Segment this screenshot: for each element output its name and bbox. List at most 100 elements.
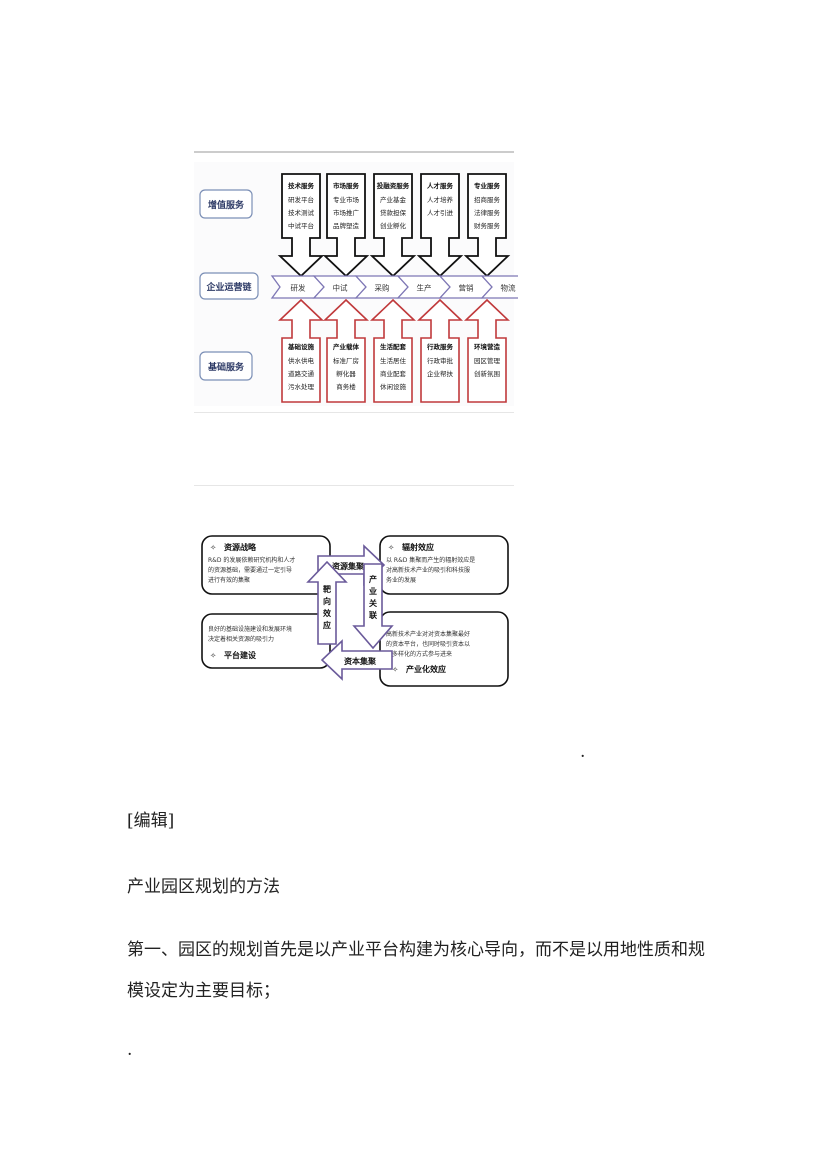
svg-text:资本集聚: 资本集聚: [344, 656, 377, 666]
platform-building-box: 良好的基础设施建设和发展环境 决定着相关资源的吸引力 ✧ 平台建设: [201, 613, 331, 669]
down-arrow-shape: [277, 173, 325, 278]
bottom-box-line: 孵化器: [336, 369, 356, 378]
svg-text:的资源基础，需要通过一定引导: 的资源基础，需要通过一定引导: [208, 566, 292, 574]
top-box-line: 技术测试: [288, 208, 315, 217]
chain-step-label: 采购: [375, 283, 390, 293]
svg-text:应: 应: [323, 620, 331, 630]
top-box-line: 市场推广: [333, 208, 360, 217]
paragraph-line-2: 模设定为主要目标；: [127, 981, 280, 1001]
down-arrow-shape: [416, 173, 464, 278]
top-box-line: 研发平台: [288, 195, 314, 204]
svg-text:向: 向: [323, 596, 331, 606]
svg-text:✧: ✧: [388, 543, 394, 552]
svg-text:联: 联: [369, 610, 377, 620]
dot-marker: .: [580, 742, 586, 762]
bottom-box-title: 环境营造: [474, 342, 501, 351]
svg-text:产业化效应: 产业化效应: [406, 664, 446, 674]
bottom-box-line: 企业帮扶: [427, 369, 454, 378]
cluster-effect-diagram: ✧ 资源战略 R&D 的发展依赖研究机构和人才 的资源基础，需要通过一定引导 进…: [194, 486, 516, 700]
top-box-title: 技术服务: [288, 181, 315, 190]
top-box-line: 招商服务: [474, 195, 501, 204]
targeting-effect-arrow: 靶 向 效 应: [306, 560, 348, 645]
paragraph-line-1: 第一、园区的规划首先是以产业平台构建为核心导向，而不是以用地性质和规: [127, 940, 705, 960]
svg-text:增值服务: 增值服务: [208, 199, 245, 211]
svg-text:R&D 的发展依赖研究机构和人才: R&D 的发展依赖研究机构和人才: [208, 556, 295, 564]
svg-text:✧: ✧: [210, 543, 216, 552]
svg-text:✧: ✧: [392, 665, 398, 674]
svg-text:业: 业: [369, 586, 377, 596]
chain-step-label: 研发: [291, 283, 306, 293]
value-added-label: 增值服务: [199, 189, 253, 219]
chain-step-6: 物流: [480, 275, 518, 299]
chain-step-label: 营销: [459, 283, 474, 293]
svg-text:高新技术产业对对资本集聚最好: 高新技术产业对对资本集聚最好: [386, 630, 470, 638]
bottom-box-line: 商务楼: [336, 382, 356, 391]
bottom-box-line: 创新氛围: [474, 369, 500, 378]
svg-text:对高新技术产业的吸引和科技服: 对高新技术产业的吸引和科技服: [386, 566, 470, 574]
resource-strategy-box: ✧ 资源战略 R&D 的发展依赖研究机构和人才 的资源基础，需要通过一定引导 进…: [201, 535, 331, 595]
svg-text:更多样化的方式参与进来: 更多样化的方式参与进来: [386, 650, 452, 658]
bottom-box-line: 休闲设施: [380, 382, 407, 391]
bottom-box-line: 道路交通: [288, 369, 315, 378]
svg-text:✧: ✧: [210, 651, 216, 660]
industry-linkage-arrow: 产 业 关 联: [352, 563, 394, 650]
top-box-line: 创业孵化: [380, 221, 407, 230]
up-arrow-shape: [417, 298, 463, 403]
top-box-line: 人才培养: [427, 195, 454, 204]
chain-step-label: 中试: [333, 283, 348, 293]
industrialization-effect-box: 高新技术产业对对资本集聚最好 的资本平台，也同时吸引资本以 更多样化的方式参与进…: [379, 611, 509, 687]
svg-text:以 R&D 集聚而产生的辐射效应是: 以 R&D 集聚而产生的辐射效应是: [386, 556, 475, 564]
chevron-shape: [480, 275, 518, 299]
svg-text:的资本平台，也同时吸引资本以: 的资本平台，也同时吸引资本以: [386, 640, 470, 648]
svg-text:良好的基础设施建设和发展环境: 良好的基础设施建设和发展环境: [208, 625, 292, 633]
diagram-gap: [194, 412, 514, 486]
chain-step-label: 物流: [501, 283, 516, 293]
bottom-box-title: 生活配套: [380, 342, 407, 351]
bottom-box-line: 行政审批: [427, 356, 454, 365]
svg-text:基础服务: 基础服务: [207, 361, 245, 373]
bottom-box-title: 产业载体: [333, 342, 360, 351]
svg-text:决定着相关资源的吸引力: 决定着相关资源的吸引力: [208, 635, 274, 643]
bottom-box-line: 园区管理: [474, 356, 501, 365]
radiation-effect-box: ✧ 辐射效应 以 R&D 集聚而产生的辐射效应是 对高新技术产业的吸引和科技服 …: [379, 535, 509, 595]
bottom-box-line: 生活居住: [380, 356, 407, 365]
dot-marker-2: .: [127, 1040, 133, 1060]
top-box-line: 专业市场: [333, 195, 360, 204]
bottom-box-line: 污水处理: [288, 382, 315, 391]
bottom-box-line: 商业配套: [380, 369, 407, 378]
edit-link[interactable]: [编辑]: [127, 811, 175, 831]
top-box-line: 人才引进: [427, 208, 454, 217]
operation-chain: 研发中试采购生产营销物流: [270, 275, 518, 299]
up-arrow-shape: [278, 298, 324, 403]
up-arrow-shape: [370, 298, 416, 403]
top-box-line: 品牌塑造: [333, 221, 360, 230]
svg-text:进行有效的集聚: 进行有效的集聚: [208, 576, 250, 584]
top-box-line: 财务服务: [474, 221, 501, 230]
top-box-line: 产业基金: [380, 195, 407, 204]
down-arrow-shape: [369, 173, 417, 278]
top-service-boxes: 技术服务研发平台技术测试中试平台市场服务专业市场市场推广品牌塑造投融资服务产业基…: [277, 173, 511, 278]
top-box-line: 中试平台: [288, 221, 314, 230]
bottom-box-title: 基础设施: [287, 342, 315, 351]
svg-text:企业运营链: 企业运营链: [205, 281, 252, 293]
svg-text:产: 产: [369, 574, 377, 584]
top-box-title: 市场服务: [333, 181, 360, 190]
up-arrow-shape: [464, 298, 510, 403]
svg-text:务业的发展: 务业的发展: [386, 576, 416, 584]
down-arrow-shape: [463, 173, 511, 278]
top-box-title: 投融资服务: [377, 181, 410, 190]
chain-label: 企业运营链: [199, 272, 259, 300]
svg-text:资源集聚: 资源集聚: [332, 561, 365, 571]
bottom-box-title: 行政服务: [426, 342, 454, 351]
top-box-line: 贷款担保: [380, 208, 407, 217]
